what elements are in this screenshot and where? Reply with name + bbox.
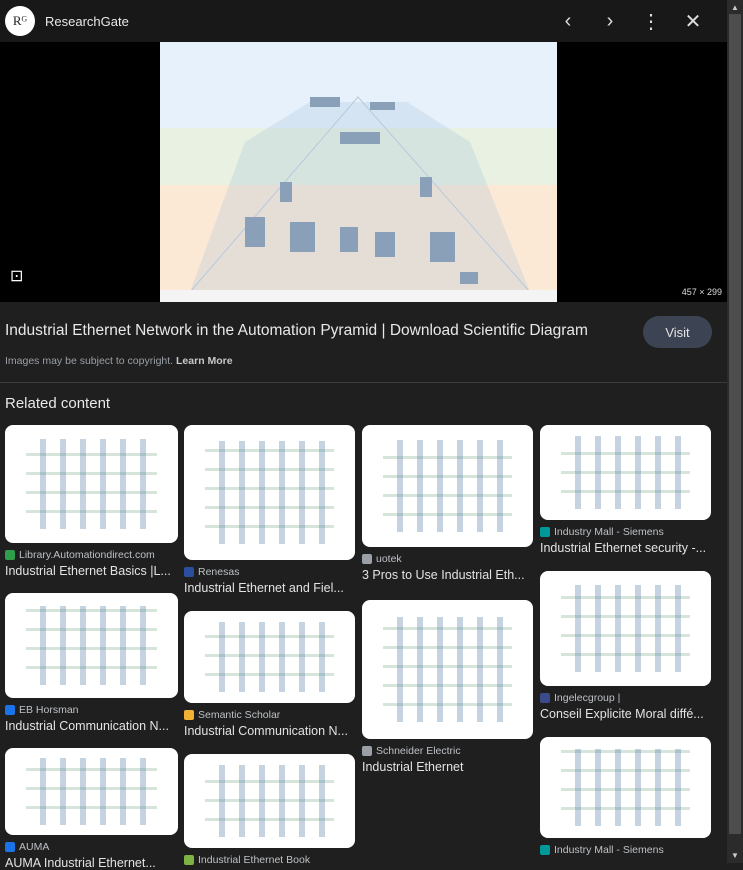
copyright-notice: Images may be subject to copyright. Lear… xyxy=(5,355,233,367)
related-thumbnail[interactable] xyxy=(184,611,355,703)
result-title[interactable]: Industrial Ethernet Network in the Autom… xyxy=(5,322,588,339)
related-card[interactable]: Industrial Ethernet Book xyxy=(184,754,355,869)
source-row: Ingelecgroup | xyxy=(540,692,711,704)
related-title[interactable]: Industrial Ethernet and Fiel... xyxy=(184,581,344,595)
related-thumbnail[interactable] xyxy=(184,425,355,560)
related-thumbnail[interactable] xyxy=(5,593,178,698)
source-row: Renesas xyxy=(184,566,355,578)
site-favicon-icon xyxy=(540,845,550,855)
related-title[interactable]: AUMA Industrial Ethernet... xyxy=(5,856,156,870)
next-icon[interactable]: › xyxy=(606,9,614,32)
site-favicon-icon xyxy=(540,693,550,703)
previous-icon[interactable]: ‹ xyxy=(564,9,572,32)
site-favicon-icon xyxy=(5,842,15,852)
more-options-icon[interactable]: ⋮ xyxy=(641,10,661,33)
site-favicon-icon xyxy=(184,855,194,865)
learn-more-link[interactable]: Learn More xyxy=(176,355,233,367)
source-name: Industry Mall - Siemens xyxy=(554,526,664,538)
related-title[interactable]: Industrial Communication N... xyxy=(5,719,169,733)
related-title[interactable]: Industrial Ethernet security -... xyxy=(540,541,707,555)
source-name: EB Horsman xyxy=(19,704,79,716)
related-card[interactable]: EB Horsman Industrial Communication N... xyxy=(5,593,178,733)
related-thumbnail[interactable] xyxy=(362,600,533,739)
related-thumbnail[interactable] xyxy=(362,425,533,547)
related-title[interactable]: Industrial Ethernet Basics |L... xyxy=(5,564,171,578)
related-title[interactable]: Industrial Communication N... xyxy=(184,724,348,738)
related-thumbnail[interactable] xyxy=(540,571,711,686)
image-viewer: ⊡ 457 × 299 xyxy=(0,42,727,302)
source-row: Semantic Scholar xyxy=(184,709,355,721)
related-card[interactable]: Schneider Electric Industrial Ethernet xyxy=(362,600,533,774)
related-thumbnail[interactable] xyxy=(184,754,355,848)
related-card[interactable]: uotek 3 Pros to Use Industrial Eth... xyxy=(362,425,533,582)
related-heading: Related content xyxy=(5,395,111,412)
source-name: uotek xyxy=(376,553,402,565)
scroll-down-icon[interactable]: ▼ xyxy=(731,851,739,860)
related-title[interactable]: Industrial Ethernet xyxy=(362,760,464,774)
source-name: Ingelecgroup | xyxy=(554,692,621,704)
related-card[interactable]: Industry Mall - Siemens Industrial Ether… xyxy=(540,425,711,555)
site-favicon-icon xyxy=(362,554,372,564)
related-title[interactable]: 3 Pros to Use Industrial Eth... xyxy=(362,568,525,582)
source-name: Semantic Scholar xyxy=(198,709,281,721)
source-row: Industry Mall - Siemens xyxy=(540,526,711,538)
close-icon[interactable]: ✕ xyxy=(684,10,702,33)
related-thumbnail[interactable] xyxy=(5,748,178,835)
pyramid-diagram xyxy=(160,96,557,302)
site-name[interactable]: ResearchGate xyxy=(45,13,129,29)
site-favicon-icon xyxy=(540,527,550,537)
source-name: AUMA xyxy=(19,841,50,853)
divider xyxy=(0,382,727,383)
related-thumbnail[interactable] xyxy=(540,425,711,520)
site-favicon-icon xyxy=(5,550,15,560)
source-name: Industry Mall - Siemens xyxy=(554,844,664,856)
related-thumbnail[interactable] xyxy=(5,425,178,543)
scroll-up-icon[interactable]: ▲ xyxy=(731,3,739,12)
source-row: uotek xyxy=(362,553,533,565)
google-lens-icon[interactable]: ⊡ xyxy=(10,268,24,285)
related-thumbnail[interactable] xyxy=(540,737,711,838)
site-favicon-icon xyxy=(184,710,194,720)
source-row: Schneider Electric xyxy=(362,745,533,757)
related-card[interactable]: Renesas Industrial Ethernet and Fiel... xyxy=(184,425,355,595)
header: Rᴳ ResearchGate ‹ › ⋮ ✕ xyxy=(0,0,727,42)
source-name: Library.Automationdirect.com xyxy=(19,549,155,561)
related-card[interactable]: Industry Mall - Siemens xyxy=(540,737,711,859)
related-card[interactable]: Ingelecgroup | Conseil Explicite Moral d… xyxy=(540,571,711,721)
related-title[interactable]: Conseil Explicite Moral diffé... xyxy=(540,707,704,721)
source-name: Schneider Electric xyxy=(376,745,461,757)
source-row: Industry Mall - Siemens xyxy=(540,844,711,856)
copyright-text: Images may be subject to copyright. xyxy=(5,355,174,367)
source-name: Industrial Ethernet Book xyxy=(198,854,311,866)
related-card[interactable]: Library.Automationdirect.com Industrial … xyxy=(5,425,178,578)
scrollbar-thumb[interactable] xyxy=(729,14,741,834)
source-row: Library.Automationdirect.com xyxy=(5,549,178,561)
site-favicon-icon xyxy=(362,746,372,756)
visit-button[interactable]: Visit xyxy=(643,316,712,348)
source-name: Renesas xyxy=(198,566,240,578)
related-card[interactable]: AUMA AUMA Industrial Ethernet... xyxy=(5,748,178,870)
image-dimensions: 457 × 299 xyxy=(681,287,722,297)
researchgate-logo[interactable]: Rᴳ xyxy=(5,6,35,36)
source-row: EB Horsman xyxy=(5,704,178,716)
related-card[interactable]: Semantic Scholar Industrial Communicatio… xyxy=(184,611,355,738)
source-row: AUMA xyxy=(5,841,178,853)
site-favicon-icon xyxy=(5,705,15,715)
source-row: Industrial Ethernet Book xyxy=(184,854,355,866)
main-image[interactable] xyxy=(160,42,557,302)
site-favicon-icon xyxy=(184,567,194,577)
